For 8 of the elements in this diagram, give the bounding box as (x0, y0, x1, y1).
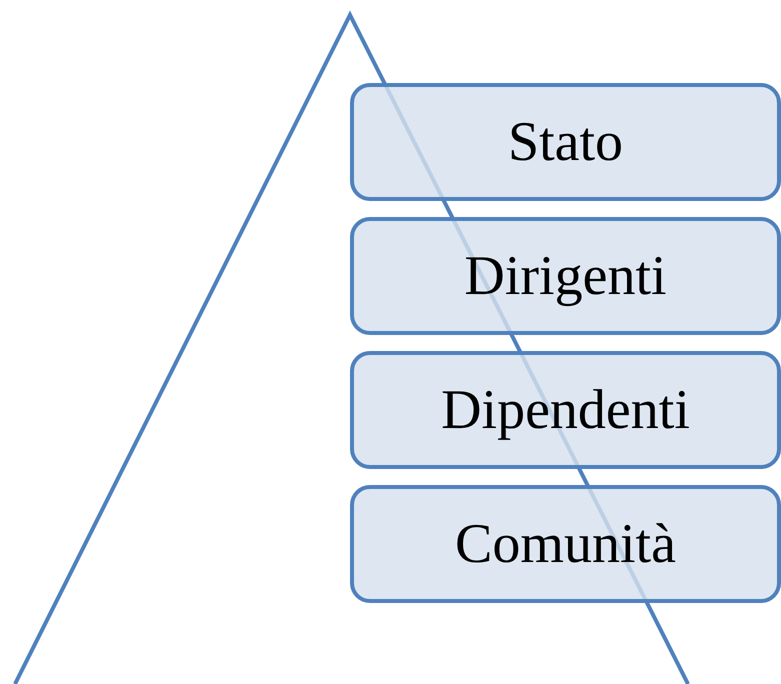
level-box (350, 485, 781, 603)
level-box (350, 351, 781, 469)
level-box (350, 83, 781, 201)
level-label: Dipendenti (441, 378, 690, 442)
level-box (350, 217, 781, 335)
level-label: Dirigenti (464, 244, 667, 308)
level-label: Stato (508, 110, 624, 174)
level-label: Comunità (455, 512, 676, 576)
